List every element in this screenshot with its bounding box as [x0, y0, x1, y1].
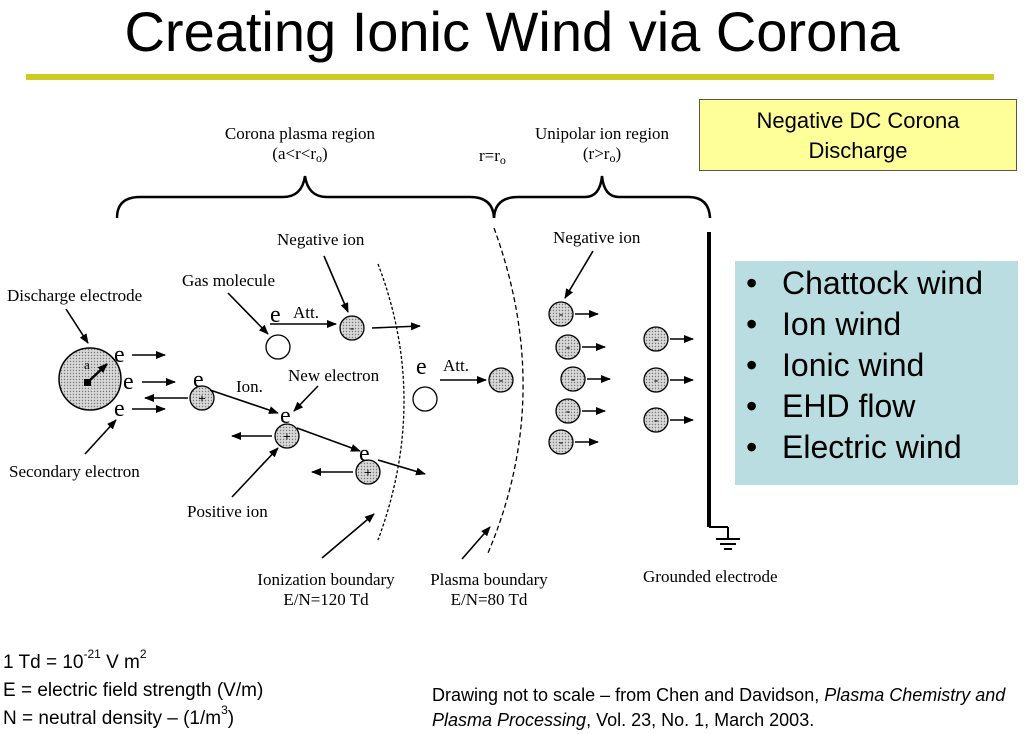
negative-ion-icon: [643, 326, 669, 352]
gas-molecule-icon: [265, 334, 291, 360]
ion-sign: +: [198, 391, 205, 406]
negative-ion-icon: [560, 366, 586, 392]
electron-symbol: e: [123, 369, 134, 395]
ion-sign: -: [654, 331, 658, 346]
electron-symbol: e: [193, 367, 204, 393]
ion-sign: -: [654, 372, 658, 387]
ion-sign: -: [566, 339, 570, 354]
title-underline: [26, 74, 994, 80]
secondary-electron-label: Secondary electron: [9, 462, 140, 481]
grounded-electrode-label: Grounded electrode: [643, 567, 778, 586]
gas-molecule-icon: [412, 386, 438, 412]
ion-sign: -: [350, 320, 354, 335]
ion-sign: -: [571, 371, 575, 386]
unipolar-region-brace: [492, 175, 712, 219]
corona-region-brace: [115, 175, 496, 219]
negative-ion-icon: [643, 367, 669, 393]
e-definition: E = electric field strength (V/m): [3, 680, 264, 701]
ionization-boundary-value: E/N=120 Td: [283, 590, 369, 609]
positive-ion-icon: [189, 385, 215, 411]
boundary-radius-label: r=ro: [479, 146, 506, 167]
ion-sign: -: [559, 306, 563, 321]
gas-molecule-label: Gas molecule: [182, 271, 275, 290]
electron-symbol: e: [280, 403, 291, 429]
td-definition: 1 Td = 10-21 V m2: [3, 647, 147, 673]
synonym-item: Ion wind: [735, 304, 1018, 345]
synonym-item: EHD flow: [735, 386, 1018, 427]
synonyms-list: Chattock wind Ion wind Ionic wind EHD fl…: [735, 263, 1018, 468]
negative-ion-icon: [488, 367, 514, 393]
slide-title: Creating Ionic Wind via Corona: [124, 0, 900, 63]
discharge-electrode-label: Discharge electrode: [7, 286, 143, 305]
synonym-item: Electric wind: [735, 427, 1018, 468]
ion-sign: -: [654, 412, 658, 427]
negative-ion-label: Negative ion: [277, 230, 365, 249]
negative-ion-icon: [555, 334, 581, 360]
positive-ion-icon: [274, 423, 300, 449]
unipolar-region-condition: (r>ro): [582, 144, 622, 165]
negative-ion-icon: [548, 429, 574, 455]
ion-sign: -: [499, 372, 503, 387]
ion-sign: -: [559, 434, 563, 449]
electron-symbol: e: [416, 354, 427, 380]
ionization-boundary-line: [377, 263, 405, 541]
positive-ion-icon: [355, 459, 381, 485]
corona-region-label: Corona plasma region (a<r<ro): [224, 124, 376, 165]
electrode-radius-label: a: [84, 357, 90, 372]
synonym-item: Chattock wind: [735, 263, 1018, 304]
negative-ion-icon: [643, 407, 669, 433]
attachment-label: Att.: [293, 303, 319, 322]
negative-ion-icon: [555, 398, 581, 424]
ion-sign: -: [566, 403, 570, 418]
ionization-boundary-label: Ionization boundary E/N=120 Td: [257, 570, 395, 609]
plasma-boundary-value: E/N=80 Td: [450, 590, 528, 609]
corona-type-callout: Negative DC Corona Discharge: [699, 99, 1017, 171]
negative-ion-icon: [548, 301, 574, 327]
electron-symbol: e: [114, 396, 125, 422]
attachment-label: Att.: [443, 356, 469, 375]
n-definition: N = neutral density – (1/m3): [3, 703, 235, 729]
electron-symbol: e: [114, 342, 125, 368]
synonyms-box: Chattock wind Ion wind Ionic wind EHD fl…: [735, 261, 1018, 485]
callout-line-2: Discharge: [808, 138, 908, 163]
negative-ion-label: Negative ion: [553, 228, 641, 247]
ion-sign: +: [364, 465, 371, 480]
plasma-boundary-label: Plasma boundary E/N=80 Td: [430, 570, 548, 609]
positive-ion-label: Positive ion: [187, 502, 268, 521]
plasma-boundary-line: [487, 227, 524, 554]
callout-line-1: Negative DC Corona: [756, 108, 960, 133]
source-citation: Drawing not to scale – from Chen and Dav…: [432, 685, 1006, 730]
new-electron-label: New electron: [288, 366, 380, 385]
ion-sign: +: [283, 429, 290, 444]
unipolar-region-label: Unipolar ion region (r>ro): [534, 124, 670, 165]
negative-ion-icon: [339, 315, 365, 341]
electron-symbol: e: [359, 441, 370, 467]
electron-symbol: e: [270, 302, 281, 328]
synonym-item: Ionic wind: [735, 345, 1018, 386]
corona-region-condition: (a<r<ro): [272, 144, 328, 165]
ionization-label: Ion.: [236, 377, 263, 396]
